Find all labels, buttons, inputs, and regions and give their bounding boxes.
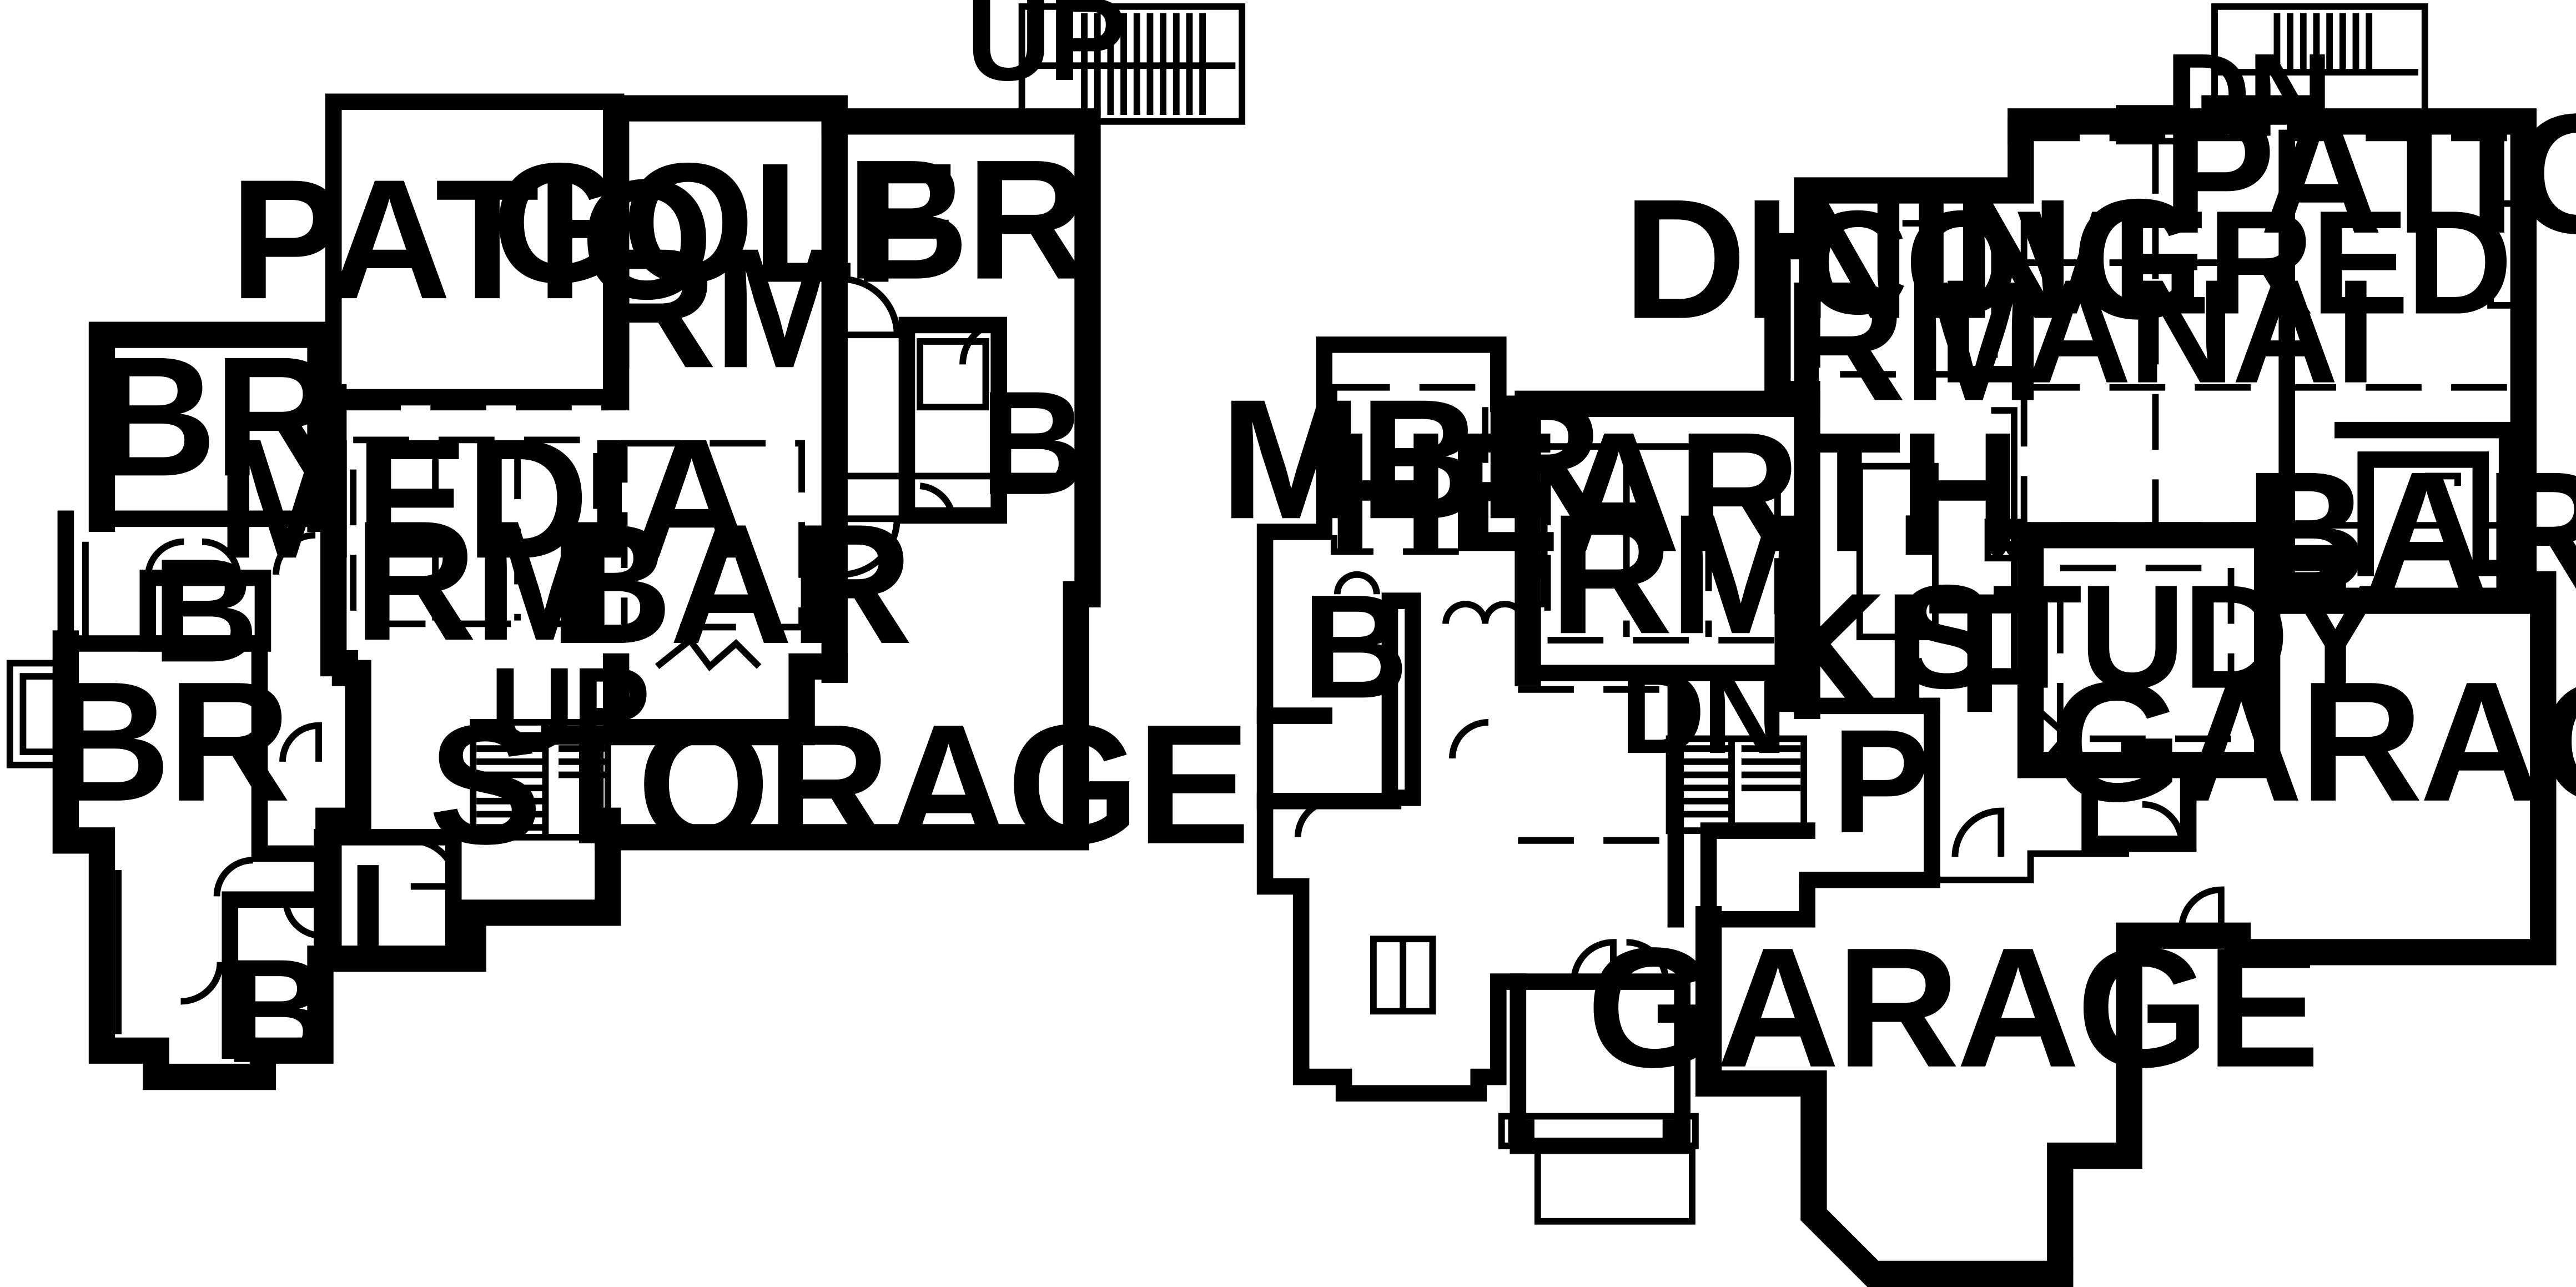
main-hearth-rm-label-line2: RM <box>1549 479 1809 670</box>
lower-golf-rm-label-line1: GOLF <box>492 128 954 319</box>
lower-bath-left-lower-label: B <box>224 929 328 1094</box>
main-exterior-stair-dn-label: DN <box>2165 29 2330 162</box>
lower-exterior-stair <box>1018 3 1246 125</box>
lower-br-top-right-label: BR <box>846 125 1086 315</box>
lower-golf-rm-label-line2: RM <box>593 213 853 404</box>
lower-golf-room-wall <box>603 95 848 683</box>
main-hearth-ceiling <box>1544 443 1781 644</box>
main-study-label: STUDY <box>1896 555 2383 720</box>
lower-bath-right-label: B <box>980 361 1083 526</box>
lower-bar-ceiling <box>621 440 805 631</box>
lower-patio-label: PATIO <box>230 144 710 335</box>
lower-level-plan <box>6 3 1246 1090</box>
main-dining-rm-label-line2: RM <box>1783 247 2042 437</box>
main-dining-rm-label-line1: DINING <box>1623 164 2202 355</box>
room-labels: UP PATIO GOLF RM BR BR B MEDIA RM BAR B … <box>48 0 2576 1103</box>
main-kit-label: KIT <box>1763 558 2031 748</box>
lower-storage-label: STORAGE <box>429 690 1247 880</box>
main-garage-main-label: GARAGE <box>1587 913 2317 1103</box>
main-pantry-label: P <box>1832 699 1927 864</box>
main-stair-dn-label: DN <box>1620 646 1784 778</box>
main-covered-lanai-label-line2: LANAI <box>1938 249 2373 414</box>
lower-media-rm-label-line2: RM <box>354 486 613 676</box>
lower-br-top-wall <box>595 108 1101 851</box>
lower-br-top-left-label: BR <box>93 322 334 512</box>
lower-bath-left-upper-label: B <box>152 528 255 693</box>
main-covered-lanai-label-line1: COVERED <box>1802 180 2510 345</box>
main-dining-ceiling <box>1813 220 1998 378</box>
lower-br-left-label: BR <box>48 647 288 837</box>
main-bath-label: B <box>1302 564 1405 729</box>
main-patio-label: PATIO <box>2162 79 2576 269</box>
lower-stair-up <box>470 719 611 841</box>
main-mbr-ceiling <box>1330 384 1489 555</box>
main-outer-wall <box>1695 95 2557 1287</box>
lower-exterior-stair-up-label: UP <box>966 0 1124 105</box>
lower-stair-up-label: UP <box>490 643 647 775</box>
lower-laundry-label: L <box>348 833 435 998</box>
lower-bar-label: BAR <box>549 489 909 680</box>
main-stair-down <box>1666 735 1808 834</box>
main-bar-label: BAR <box>2245 437 2576 627</box>
lower-media-rm-label-line1: MEDIA <box>216 404 750 594</box>
main-hearth-rm-label-line1: HEARTH <box>1326 398 2019 588</box>
main-level-plan <box>1256 3 2557 1287</box>
main-mbr-label: MBR <box>1220 364 1599 555</box>
main-garage-right-label: GARAGE <box>2050 647 2576 837</box>
lower-left-wing-wall <box>315 384 621 972</box>
lower-media-ceiling <box>350 436 600 627</box>
